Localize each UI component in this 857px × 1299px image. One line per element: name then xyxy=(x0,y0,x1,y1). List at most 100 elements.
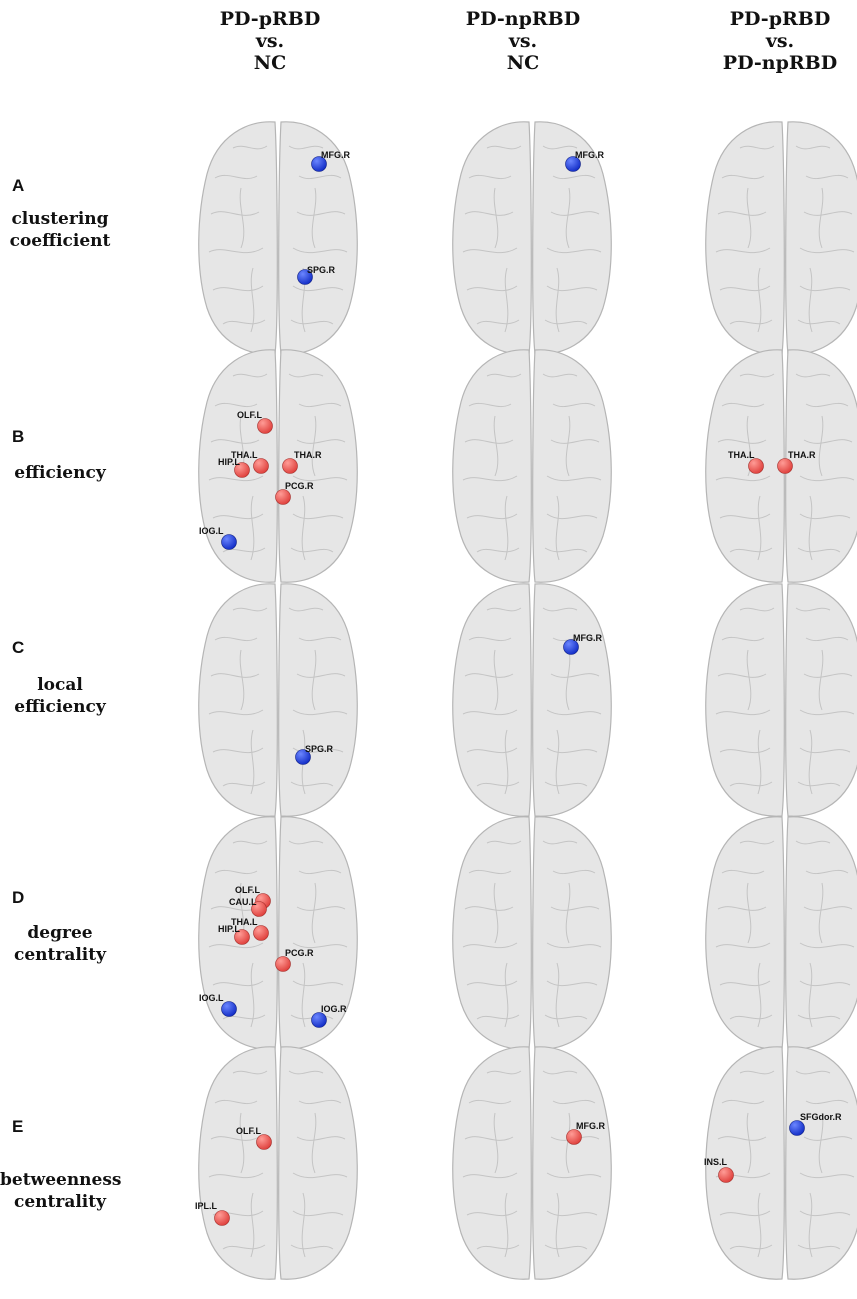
left-hemisphere xyxy=(452,1046,532,1280)
gyrus-line xyxy=(292,747,344,754)
gyrus-line xyxy=(799,1210,851,1217)
row-letter-a: A xyxy=(12,176,25,195)
gyrus-line xyxy=(208,942,264,949)
gyrus-line xyxy=(476,1014,520,1020)
column-header-2-line2: vs. xyxy=(508,30,538,52)
gyrus-line xyxy=(208,475,264,482)
gyrus-line xyxy=(544,781,588,787)
gyrus-line xyxy=(729,781,773,787)
gyrus-line xyxy=(298,402,342,408)
brain-outline xyxy=(198,349,358,583)
node-iog-l xyxy=(221,1001,237,1017)
brain-outline xyxy=(452,349,612,583)
node-label: HIP.L xyxy=(218,457,240,467)
gyrus-line xyxy=(476,781,520,787)
gyrus-line xyxy=(805,869,849,875)
left-hemisphere xyxy=(705,121,785,355)
brain-cell-r1-c2: MFG.R xyxy=(447,118,617,358)
gyrus-line xyxy=(476,319,520,325)
gyrus-line xyxy=(296,211,346,216)
gyrus-line xyxy=(486,607,522,612)
gyrus-line xyxy=(212,285,264,292)
gyrus-line xyxy=(250,729,255,795)
node-label: INS.L xyxy=(704,1157,728,1167)
brain-cell-r3-c3 xyxy=(700,580,857,820)
gyrus-line xyxy=(288,145,324,150)
gyrus-line xyxy=(803,211,853,216)
gyrus-line xyxy=(805,1099,849,1105)
gyrus-line xyxy=(468,174,512,180)
gyrus-line xyxy=(818,649,824,711)
gyrus-line xyxy=(466,980,518,987)
gyrus-line xyxy=(290,319,334,325)
gyrus-line xyxy=(208,247,264,254)
brain-render xyxy=(705,121,857,355)
gyrus-line xyxy=(232,840,268,845)
node-label: MFG.R xyxy=(573,633,602,643)
gyrus-line xyxy=(542,607,578,612)
gyrus-line xyxy=(799,513,851,520)
gyrus-line xyxy=(290,781,334,787)
right-hemisphere xyxy=(532,121,612,355)
right-hemisphere xyxy=(532,1046,612,1280)
gyrus-line xyxy=(292,942,348,949)
gyrus-line xyxy=(486,145,522,150)
gyrus-line xyxy=(818,882,824,944)
gyrus-line xyxy=(739,607,775,612)
node-label: OLF.L xyxy=(236,1126,261,1136)
gyrus-line xyxy=(719,513,771,520)
gyrus-line xyxy=(803,1136,853,1141)
gyrus-line xyxy=(504,267,509,333)
row-label-e: betweenness centrality xyxy=(0,1169,122,1213)
gyrus-line xyxy=(808,267,813,333)
gyrus-line xyxy=(292,1172,348,1179)
gyrus-line xyxy=(464,906,514,911)
gyrus-line xyxy=(288,1070,324,1075)
node-label: MFG.R xyxy=(576,1121,605,1131)
node-label: MFG.R xyxy=(575,150,604,160)
gyrus-line xyxy=(214,174,258,180)
node-label: OLF.L xyxy=(235,885,260,895)
gyrus-line xyxy=(311,187,317,249)
brain-cell-r2-c2 xyxy=(447,346,617,586)
left-hemisphere xyxy=(198,583,278,817)
gyrus-line xyxy=(468,636,512,642)
node-cau-l xyxy=(251,901,267,917)
gyrus-line xyxy=(746,187,752,249)
brain-render xyxy=(705,583,857,817)
gyrus-line xyxy=(550,906,600,911)
gyrus-line xyxy=(288,373,324,378)
node-label: THA.R xyxy=(788,450,816,460)
node-olf-l xyxy=(257,418,273,434)
gyrus-line xyxy=(298,869,342,875)
node-pcg-r xyxy=(275,956,291,972)
gyrus-line xyxy=(292,709,348,716)
gyrus-line xyxy=(493,1112,499,1174)
node-ipl-l xyxy=(214,1210,230,1226)
gyrus-line xyxy=(311,415,317,477)
gyrus-line xyxy=(298,174,342,180)
brain-outline xyxy=(452,816,612,1050)
gyrus-line xyxy=(555,1192,560,1258)
node-tha-r xyxy=(282,458,298,474)
gyrus-line xyxy=(546,1172,602,1179)
column-header-2-line1: PD-npRBD xyxy=(465,8,581,30)
node-spg-r xyxy=(295,749,311,765)
gyrus-line xyxy=(799,942,855,949)
gyrus-line xyxy=(311,1112,317,1174)
gyrus-line xyxy=(464,439,514,444)
gyrus-line xyxy=(555,729,560,795)
gyrus-line xyxy=(292,475,348,482)
gyrus-line xyxy=(544,1014,588,1020)
gyrus-line xyxy=(301,495,306,561)
gyrus-line xyxy=(803,439,853,444)
row-label-a: clustering coefficient xyxy=(0,208,120,252)
row-letter-d: D xyxy=(12,888,25,907)
gyrus-line xyxy=(292,1210,344,1217)
gyrus-line xyxy=(222,547,266,553)
gyrus-line xyxy=(818,187,824,249)
node-tha-r xyxy=(777,458,793,474)
row-letter-c: C xyxy=(12,638,25,657)
gyrus-line xyxy=(311,882,317,944)
